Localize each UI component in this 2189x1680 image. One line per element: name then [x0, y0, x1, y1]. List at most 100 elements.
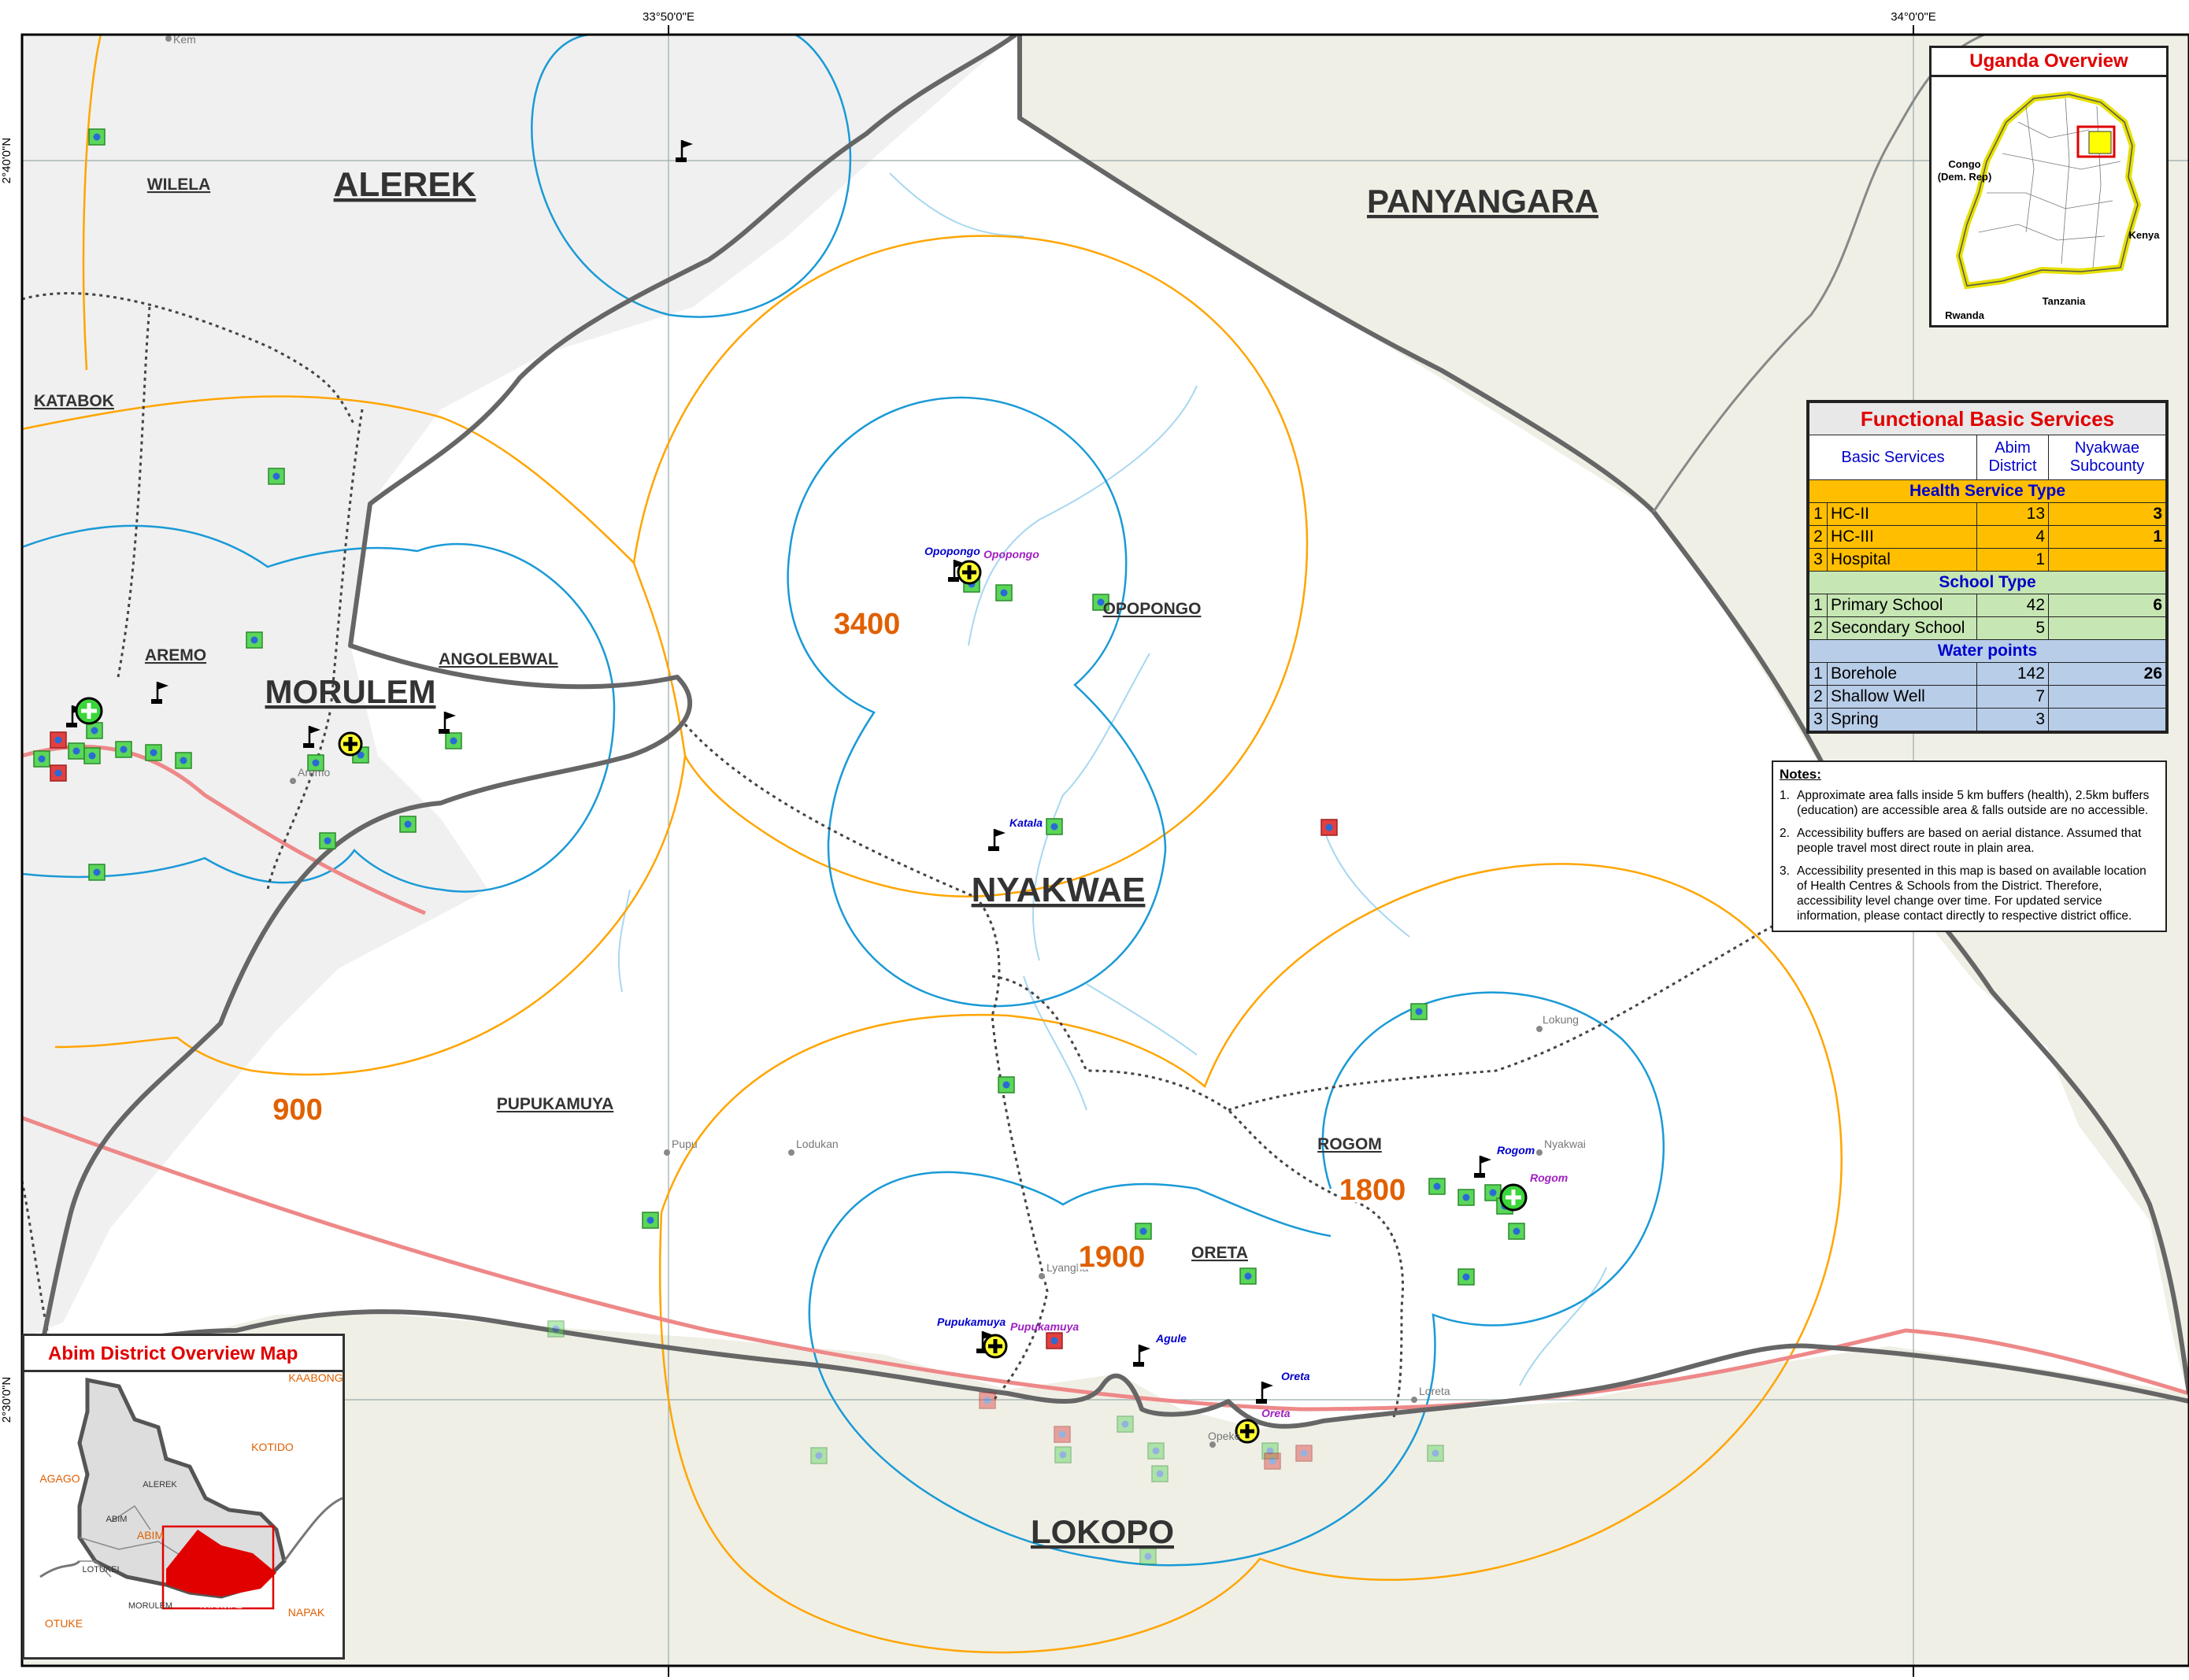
rivers [617, 172, 1607, 1386]
map-border [20, 33, 2189, 1667]
place-aremo: Aremo [298, 766, 330, 779]
label-alerek: ALEREK [334, 165, 476, 204]
dist-label-alerek: ALEREK [143, 1480, 177, 1489]
dist-label-agago: AGAGO [39, 1472, 80, 1485]
label-morulem: MORULEM [265, 673, 436, 710]
uganda-overview-map: Congo (Dem. Rep) Kenya Tanzania Rwanda [1938, 91, 2160, 321]
ov-label-tanzania: Tanzania [2043, 295, 2086, 307]
dist-label-kotido: KOTIDO [251, 1441, 294, 1453]
population-labels: 3400 900 1900 1800 [270, 605, 1409, 1277]
services-title: Functional Basic Services [1809, 402, 2166, 435]
table-row: 2 Shallow Well 7 [1809, 685, 2166, 709]
neighbour-east [1016, 35, 2189, 1401]
dist-label-abim-sc: ABIM [137, 1529, 164, 1541]
dist-label-morulem: MORULEM [128, 1601, 172, 1611]
place-dots [165, 35, 1543, 1448]
district-overview-title: Abim District Overview Map [24, 1336, 343, 1372]
place-kem: Kem [173, 33, 196, 46]
dist-label-otuke: OTUKE [45, 1617, 83, 1630]
pop-3400: 3400 [834, 608, 901, 641]
label-katabok: KATABOK [34, 392, 114, 410]
fac-agule-blue: Agule [1155, 1332, 1187, 1345]
dist-label-nyakwae: NYAKWAE [200, 1601, 243, 1611]
label-lokopo: LOKOPO [1031, 1513, 1174, 1550]
services-table-panel: Functional Basic Services Basic Services… [1806, 400, 2169, 734]
ov-label-congo-2: (Dem. Rep) [1938, 171, 1992, 183]
fac-rogom-blue: Rogom [1497, 1144, 1535, 1156]
tracks [22, 292, 1796, 1418]
water-section-header: Water points [1809, 639, 2166, 663]
label-nyakwae: NYAKWAE [972, 871, 1146, 909]
uganda-overview-panel: Uganda Overview Congo (Dem. Rep) Kenya T… [1929, 46, 2169, 327]
table-row: 1 Primary School 42 6 [1809, 594, 2166, 617]
ov-label-rwanda: Rwanda [1945, 309, 1985, 321]
lon-label-right: 34°0'0"E [1891, 10, 1936, 24]
place-nyakwai: Nyakwai [1544, 1138, 1586, 1150]
ov-label-congo: Congo [1948, 158, 1980, 170]
parish-labels: WILELA KATABOK AREMO ANGOLEBWAL OPOPONGO… [34, 176, 1382, 1262]
dist-label-abim-tc: ABIM [106, 1515, 128, 1524]
label-aremo: AREMO [145, 646, 206, 664]
place-lyangha: Lyangha [1046, 1261, 1088, 1274]
lon-label-left: 33°50'0"E [643, 10, 694, 24]
lat-label-top: 2°40'0"N [0, 138, 13, 183]
district-boundary-east [1652, 35, 1985, 513]
subcounty-labels: ALEREK PANYANGARA MORULEM NYAKWAE LOKOPO [265, 165, 1599, 1550]
notes-panel: Notes: 1.Approximate area falls inside 5… [1772, 760, 2167, 932]
boundaries [22, 35, 2189, 1429]
district-overview-map: KAABONG KOTIDO AGAGO ABIM OTUKE NAPAK AL… [24, 1372, 343, 1657]
label-panyangara: PANYANGARA [1367, 183, 1598, 220]
fac-oreta-blue: Oreta [1281, 1370, 1310, 1382]
school-buffers [22, 35, 1665, 1567]
table-row: 3 Spring 3 [1809, 708, 2166, 731]
facility-labels-purple: Opopongo Pupukamuya Rogom Oreta [983, 548, 1568, 1419]
place-lodukan: Lodukan [796, 1138, 839, 1150]
fac-opopongo-purple: Opopongo [983, 548, 1039, 561]
fac-rogom-purple: Rogom [1530, 1171, 1568, 1184]
pop-900: 900 [272, 1093, 322, 1127]
label-rogom: ROGOM [1317, 1135, 1382, 1153]
health-buffers [22, 35, 1843, 1654]
table-row: 2 Secondary School 5 [1809, 616, 2166, 640]
place-labels: Kem Aremo Pupu Lodukan Lyangha Lokung Ny… [173, 33, 1586, 1442]
neighbour-south [22, 1313, 2189, 1666]
label-wilela: WILELA [147, 176, 210, 194]
table-row: 2 HC-III 4 1 [1809, 525, 2166, 549]
dist-label-lotukei: LOTUKEI [82, 1565, 119, 1575]
note-item: 3.Accessibility presented in this map is… [1780, 864, 2146, 923]
pop-1800: 1800 [1339, 1174, 1406, 1207]
district-overview-panel: Abim District Overview Map KAABONG KOTID… [22, 1334, 345, 1660]
health-section-header: Health Service Type [1809, 479, 2166, 503]
table-row: 3 Hospital 1 [1809, 548, 2166, 572]
lat-label-bottom: 2°30'0"N [0, 1377, 13, 1423]
fac-pupukamuya-blue: Pupukamuya [937, 1316, 1006, 1328]
place-lokung: Lokung [1543, 1013, 1579, 1026]
fac-opopongo-blue: Opopongo [924, 545, 980, 557]
label-oreta: ORETA [1191, 1244, 1248, 1262]
dist-label-napak: NAPAK [288, 1606, 325, 1619]
label-angolebwal: ANGOLEBWAL [439, 650, 558, 668]
dist-label-kaabong: KAABONG [288, 1372, 343, 1384]
fac-katala-blue: Katala [1009, 816, 1043, 829]
place-pupu: Pupu [672, 1138, 698, 1150]
ov-label-kenya: Kenya [2128, 229, 2160, 241]
uganda-overview-title: Uganda Overview [1932, 48, 2166, 77]
fac-oreta-purple: Oreta [1261, 1407, 1291, 1419]
notes-title: Notes: [1780, 767, 1821, 782]
col-basic-services: Basic Services [1809, 435, 1977, 480]
facility-labels-blue: Opopongo Katala Pupukamuya Agule Rogom O… [924, 545, 1535, 1382]
place-loreta: Loreta [1419, 1385, 1450, 1397]
fac-pupukamuya-purple: Pupukamuya [1010, 1320, 1079, 1333]
school-section-header: School Type [1809, 571, 2166, 594]
place-opeke: Opeke [1208, 1430, 1240, 1442]
grey-area-west [22, 35, 1016, 1338]
graticule-ticks [668, 25, 1914, 1677]
services-table: Functional Basic Services Basic Services… [1809, 402, 2166, 731]
note-item: 2.Accessibility buffers are based on aer… [1780, 827, 2142, 855]
pop-1900: 1900 [1079, 1241, 1146, 1274]
table-row: 1 HC-II 13 3 [1809, 502, 2166, 526]
label-opopongo: OPOPONGO [1103, 600, 1202, 618]
label-pupukamuya: PUPUKAMUYA [497, 1095, 614, 1113]
